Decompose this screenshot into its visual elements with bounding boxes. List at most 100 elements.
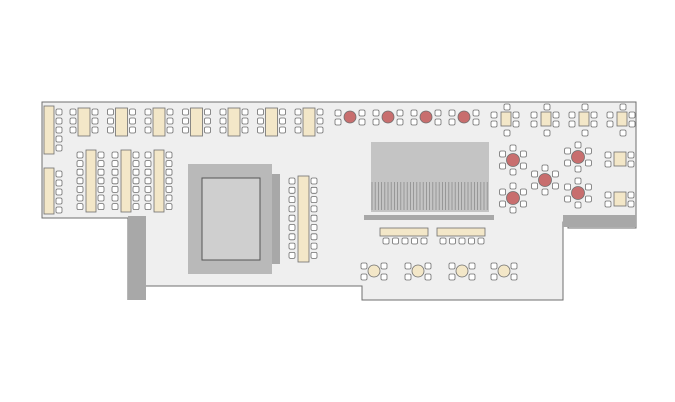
chair — [382, 237, 390, 245]
chair — [219, 108, 227, 116]
chair — [288, 242, 296, 250]
chair — [420, 237, 428, 245]
furniture-layer — [43, 103, 636, 281]
banquet-table — [182, 107, 211, 137]
table — [571, 150, 585, 164]
table — [436, 227, 486, 237]
chair — [310, 242, 318, 250]
chair — [551, 182, 559, 190]
table — [419, 110, 433, 124]
stage — [188, 164, 280, 274]
chair — [76, 151, 84, 159]
long-table-stage — [288, 175, 318, 263]
table — [379, 227, 429, 237]
chair — [257, 126, 264, 134]
chair — [490, 262, 498, 270]
chair — [294, 126, 302, 134]
wall-left-lower — [128, 216, 146, 300]
chair — [434, 109, 442, 117]
chair — [132, 151, 140, 159]
chair — [310, 177, 318, 185]
chair — [604, 160, 612, 168]
chair — [472, 118, 480, 126]
table — [43, 105, 55, 155]
table — [367, 264, 381, 278]
chair — [509, 182, 517, 190]
table — [227, 107, 241, 137]
chair — [584, 195, 592, 203]
chair — [165, 203, 173, 211]
chair — [392, 237, 399, 245]
chair — [552, 111, 560, 119]
chair — [165, 177, 173, 185]
chair — [166, 126, 174, 134]
banquet-table — [294, 107, 324, 137]
banquet-table — [69, 107, 99, 137]
chair — [288, 233, 296, 241]
chair — [396, 118, 404, 126]
chair — [182, 126, 189, 134]
chair — [543, 129, 551, 137]
chair — [294, 117, 302, 125]
chair — [144, 126, 152, 134]
chair — [241, 108, 249, 116]
red-table — [334, 109, 366, 126]
table — [497, 264, 511, 278]
chair — [144, 177, 152, 185]
chair — [288, 214, 296, 222]
chair — [144, 185, 152, 193]
chair — [111, 160, 119, 168]
chair — [448, 262, 456, 270]
red-table — [448, 109, 480, 126]
chair — [411, 237, 418, 245]
chair — [424, 262, 432, 270]
table — [152, 107, 166, 137]
chair — [144, 117, 152, 125]
red-table-round — [531, 164, 559, 196]
chair — [279, 117, 286, 125]
table — [411, 264, 425, 278]
table — [297, 175, 310, 263]
chair — [165, 160, 173, 168]
table — [613, 191, 627, 207]
chair — [468, 237, 475, 245]
chair — [144, 160, 152, 168]
chair — [499, 200, 507, 208]
stage-inner — [201, 177, 261, 261]
chair — [541, 164, 549, 172]
chair — [380, 273, 388, 281]
table — [190, 107, 203, 137]
bar-counter — [379, 227, 429, 245]
chair — [606, 111, 614, 119]
chair — [91, 108, 99, 116]
chair — [564, 147, 572, 155]
chair — [144, 168, 152, 176]
chair — [628, 120, 636, 128]
chair — [165, 151, 173, 159]
chair — [288, 186, 296, 194]
chair — [627, 151, 635, 159]
chair — [434, 118, 442, 126]
chair — [604, 191, 612, 199]
chair — [129, 126, 136, 134]
chair — [279, 126, 286, 134]
chair — [132, 185, 140, 193]
red-table — [372, 109, 404, 126]
chair — [604, 200, 612, 208]
chair — [288, 205, 296, 213]
chair — [380, 262, 388, 270]
chair — [204, 117, 211, 125]
chair — [404, 273, 412, 281]
chair — [257, 108, 264, 116]
chair — [55, 117, 63, 125]
table — [77, 107, 91, 137]
chair — [509, 144, 517, 152]
chair — [358, 109, 366, 117]
chair — [76, 203, 84, 211]
chair — [372, 118, 380, 126]
chair — [310, 251, 318, 259]
chair — [166, 108, 174, 116]
chair — [401, 237, 409, 245]
chair — [129, 117, 136, 125]
